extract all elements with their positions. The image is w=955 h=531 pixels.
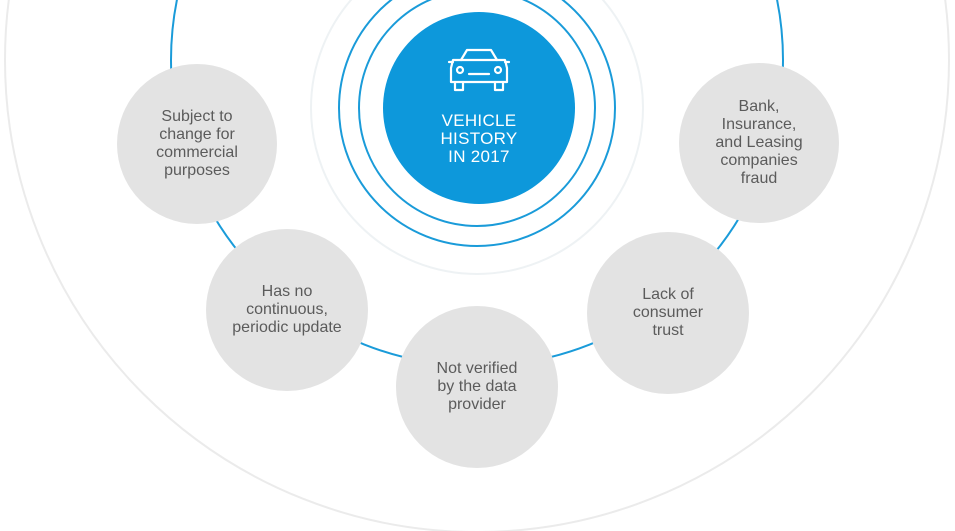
- node-label: Bank, Insurance, and Leasing companies f…: [715, 98, 803, 187]
- node-label: Subject to change for commercial purpose…: [156, 108, 238, 179]
- node-label: Lack of consumer trust: [632, 286, 704, 339]
- halo-ring-blue-inner: [358, 0, 596, 227]
- center-title: VEHICLE HISTORY IN 2017: [440, 111, 518, 166]
- node-lack-of-trust: Lack of consumer trust: [587, 232, 749, 394]
- center-node: VEHICLE HISTORY IN 2017: [383, 12, 575, 204]
- car-icon: [447, 48, 511, 92]
- node-label: Not verified by the data provider: [436, 360, 518, 413]
- node-no-periodic-update: Has no continuous, periodic update: [206, 229, 368, 391]
- halo-ring-blue-outer: [338, 0, 616, 247]
- node-label: Has no continuous, periodic update: [232, 283, 342, 336]
- node-not-verified: Not verified by the data provider: [396, 306, 558, 468]
- outer-ring: [4, 0, 950, 531]
- node-subject-to-change: Subject to change for commercial purpose…: [117, 64, 277, 224]
- node-bank-insurance-fraud: Bank, Insurance, and Leasing companies f…: [679, 63, 839, 223]
- halo-ring-outer: [310, 0, 644, 275]
